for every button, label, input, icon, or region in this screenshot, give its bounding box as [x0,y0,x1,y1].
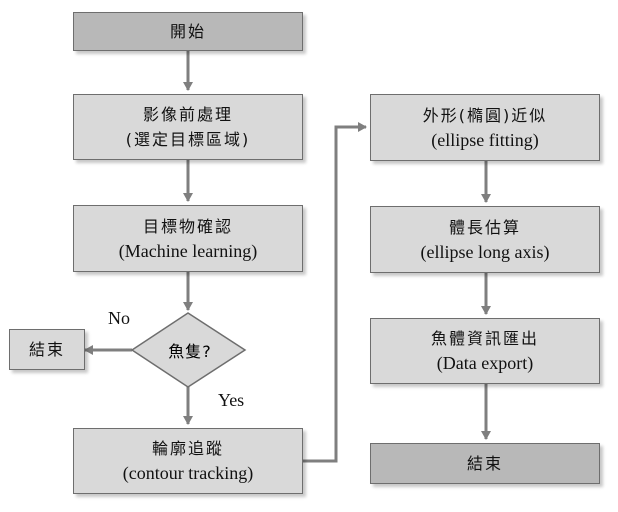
body-length-node: 體長估算 (ellipse long axis) [370,206,600,273]
branch-label-no: No [108,308,130,328]
end-left-node: 結束 [9,329,85,370]
preprocess-node: 影像前處理 (選定目標區域) [73,94,303,160]
export-node: 魚體資訊匯出 (Data export) [370,318,600,384]
target-label: 目標物確認 [142,216,233,236]
decision-diamond [130,312,247,388]
end-right-label: 結束 [466,454,503,473]
export-sublabel: (Data export) [436,353,534,373]
end-left-label: 結束 [28,340,65,359]
arrow-contour-to-ellipse-fit [303,122,367,463]
start-label: 開始 [169,22,206,41]
contour-label: 輪廓追蹤 [151,439,224,458]
start-node: 開始 [73,12,303,51]
branch-label-yes: Yes [218,390,245,410]
body-length-sublabel: (ellipse long axis) [420,241,550,262]
body-length-label: 體長估算 [448,217,521,237]
contour-node: 輪廓追蹤 (contour tracking) [73,428,303,494]
target-sublabel: (Machine learning) [118,240,258,261]
contour-sublabel: (contour tracking) [122,463,254,483]
ellipse-fit-label: 外形(橢圓)近似 [422,105,548,125]
preprocess-sublabel: (選定目標區域) [125,130,251,149]
end-right-node: 結束 [370,443,600,484]
export-label: 魚體資訊匯出 [430,329,539,348]
ellipse-fit-node: 外形(橢圓)近似 (ellipse fitting) [370,94,600,161]
target-node: 目標物確認 (Machine learning) [73,205,303,272]
preprocess-label: 影像前處理 [142,105,233,124]
ellipse-fit-sublabel: (ellipse fitting) [431,129,539,150]
decision-label: 魚隻? [168,342,212,361]
